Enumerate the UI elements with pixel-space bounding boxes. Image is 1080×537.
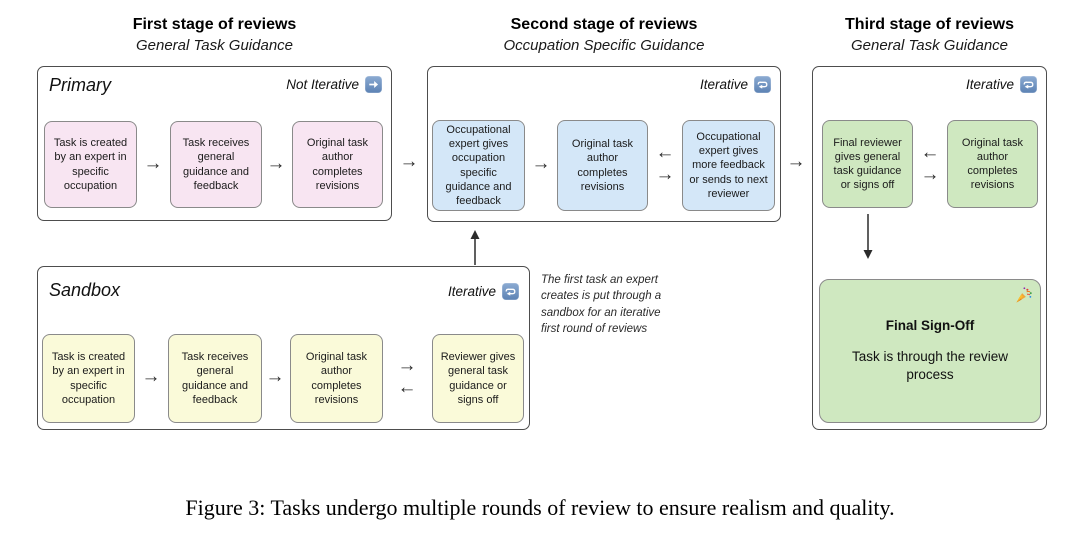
- arrow-right-icon: →: [786, 151, 806, 172]
- final-signoff-box: Final Sign-Off Task is through the revie…: [819, 279, 1041, 423]
- stage3-title-block: Third stage of reviews General Task Guid…: [812, 16, 1047, 54]
- primary-node-3: Original task author completes revisions: [292, 121, 383, 208]
- arrow-right-icon: →: [143, 153, 163, 174]
- arrow-down-icon: [863, 214, 873, 259]
- stage3-subtitle: General Task Guidance: [850, 37, 1009, 54]
- stage3-title: Third stage of reviews: [845, 16, 1014, 33]
- arrow-right-icon: →: [265, 366, 285, 387]
- sandbox-node-3: Original task author completes revisions: [290, 334, 383, 423]
- stage1-title-block: First stage of reviews General Task Guid…: [37, 16, 392, 54]
- arrow-left-icon: ←: [655, 142, 675, 163]
- sandbox-annotation: The first task an expert creates is put …: [541, 272, 706, 337]
- arrow-right-icon: [365, 76, 382, 93]
- second-node-3: Occupational expert gives more feedback …: [682, 120, 775, 211]
- arrow-right-icon: →: [266, 153, 286, 174]
- annotation-line: creates is put through a: [541, 290, 662, 303]
- arrow-right-icon: →: [531, 153, 551, 174]
- sandbox-node-1: Task is created by an expert in specific…: [42, 334, 135, 423]
- sandbox-node-4: Reviewer gives general task guidance or …: [432, 334, 524, 423]
- arrow-right-icon: →: [920, 164, 940, 185]
- primary-badge: Not Iterative: [286, 76, 382, 93]
- annotation-line: first round of reviews: [541, 322, 648, 335]
- annotation-line: sandbox for an iterative: [541, 306, 661, 319]
- arrow-left-icon: ←: [397, 377, 417, 398]
- stage2-subtitle: Occupation Specific Guidance: [503, 37, 705, 54]
- third-node-1: Final reviewer gives general task guidan…: [822, 120, 913, 208]
- arrow-left-icon: ←: [920, 142, 940, 163]
- sandbox-badge: Iterative: [448, 283, 519, 300]
- sandbox-badge-label: Iterative: [447, 284, 496, 299]
- primary-node-2: Task receives general guidance and feedb…: [170, 121, 262, 208]
- final-signoff-title: Final Sign-Off: [885, 317, 975, 333]
- second-node-2: Original task author completes revisions: [557, 120, 648, 211]
- annotation-line: The first task an expert: [541, 274, 658, 286]
- stage1-subtitle: General Task Guidance: [135, 37, 294, 54]
- final-signoff-body: Task is through the review process: [851, 348, 1009, 382]
- second-badge-label: Iterative: [699, 77, 748, 92]
- arrow-right-icon: →: [397, 355, 417, 376]
- arrow-up-icon: [470, 230, 480, 265]
- iterative-loop-icon: [754, 76, 771, 93]
- figure-caption: Figure 3: Tasks undergo multiple rounds …: [185, 495, 895, 520]
- stage1-title: First stage of reviews: [132, 16, 297, 33]
- iterative-loop-icon: [1020, 76, 1037, 93]
- sandbox-label: Sandbox: [49, 280, 121, 300]
- party-popper-icon: [1015, 286, 1033, 309]
- third-badge-label: Iterative: [965, 77, 1014, 92]
- arrow-right-icon: →: [141, 366, 161, 387]
- sandbox-node-2: Task receives general guidance and feedb…: [168, 334, 262, 423]
- second-node-1: Occupational expert gives occupation spe…: [432, 120, 525, 211]
- stage2-title: Second stage of reviews: [510, 16, 698, 33]
- second-stage-badge: Iterative: [700, 76, 771, 93]
- arrow-right-icon: →: [399, 151, 419, 172]
- third-node-2: Original task author completes revisions: [947, 120, 1038, 208]
- primary-node-1: Task is created by an expert in specific…: [44, 121, 137, 208]
- arrow-right-icon: →: [655, 164, 675, 185]
- primary-label: Primary: [49, 75, 111, 95]
- primary-badge-label: Not Iterative: [286, 77, 359, 92]
- third-stage-badge: Iterative: [966, 76, 1037, 93]
- stage2-title-block: Second stage of reviews Occupation Speci…: [427, 16, 781, 54]
- iterative-loop-icon: [502, 283, 519, 300]
